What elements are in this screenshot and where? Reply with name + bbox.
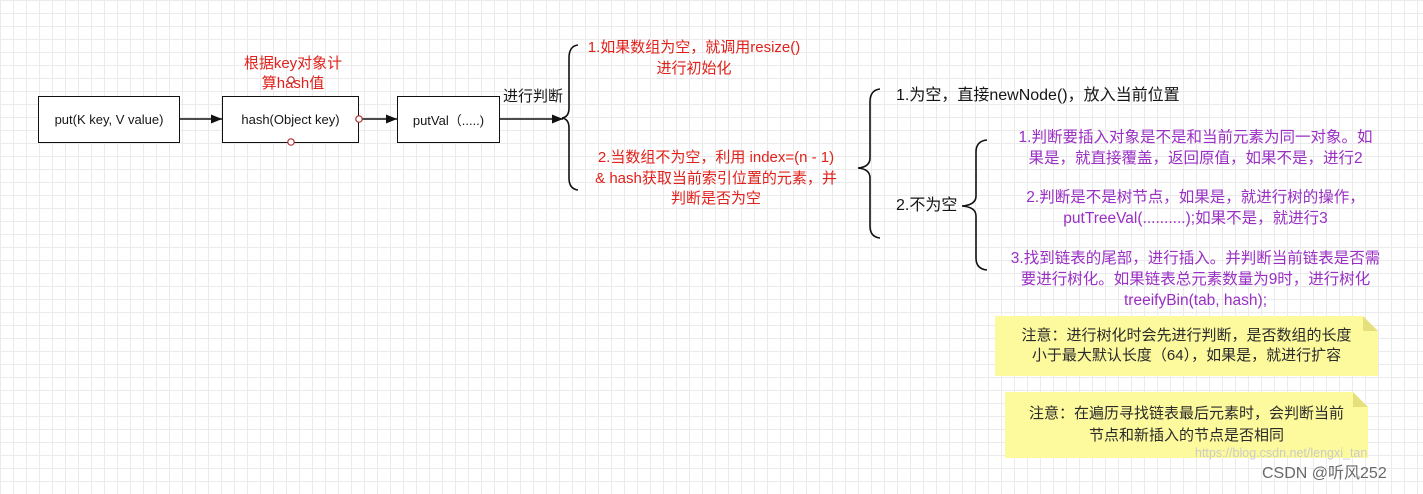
collision-step-line: 要进行树化。如果链表总元素数量为9时，进行树化 — [1020, 271, 1371, 288]
collision-step-1: 1.判断要插入对象是不是和当前元素为同一对象。如 果是，就直接覆盖，返回原值，如… — [998, 127, 1393, 169]
array-empty-line: 1.如果数组为空，就调用resize() — [587, 39, 801, 56]
brace-collision-steps — [961, 139, 988, 271]
note-node-equality: 注意：在遍历寻找链表最后元素时，会判断当前 节点和新插入的节点是否相同 — [1005, 392, 1368, 458]
array-not-empty-line: 2.当数组不为空，利用 index=(n - 1) — [597, 149, 835, 166]
note-line: 节点和新插入的节点是否相同 — [1088, 427, 1284, 444]
node-putval: putVal（.....) — [397, 96, 500, 143]
array-not-empty-branch: 2.当数组不为空，利用 index=(n - 1) & hash获取当前索引位置… — [578, 148, 854, 210]
node-put-label: put(K key, V value) — [54, 112, 164, 127]
note-line: 小于最大默认长度（64），如果是，就进行扩容 — [1031, 347, 1342, 364]
collision-step-line: 3.找到链表的尾部，进行插入。并判断当前链表是否需 — [1010, 250, 1381, 267]
judge-label: 进行判断 — [503, 88, 564, 105]
note-treeify-check: 注意：进行树化时会先进行判断，是否数组的长度 小于最大默认长度（64），如果是，… — [995, 316, 1378, 376]
collision-step-line: 1.判断要插入对象是不是和当前元素为同一对象。如 — [1018, 129, 1373, 146]
node-hash: hash(Object key) — [222, 96, 359, 143]
hash-annotation: 根据key对象计 算hash值 — [228, 54, 358, 94]
slot-empty-branch: 1.为空，直接newNode()，放入当前位置 — [896, 87, 1180, 104]
brace-slot-check — [857, 88, 881, 239]
collision-step-line: treeifyBin(tab, hash); — [1123, 292, 1267, 309]
note-line: 注意：在遍历寻找链表最后元素时，会判断当前 — [1028, 405, 1344, 422]
collision-step-line: 果是，就直接覆盖，返回原值，如果不是，进行2 — [1028, 150, 1363, 167]
array-empty-line: 进行初始化 — [656, 60, 732, 77]
watermark-credit: CSDN @听风252 — [1262, 465, 1387, 482]
node-put: put(K key, V value) — [38, 96, 180, 143]
watermark-url: https://blog.csdn.net/lengxi_tan — [1195, 446, 1368, 460]
slot-not-empty-branch: 2.不为空 — [896, 197, 958, 214]
array-not-empty-line: 判断是否为空 — [670, 190, 761, 207]
hash-annotation-line: 根据key对象计 — [243, 55, 343, 72]
collision-step-line: 2.判断是不是树节点，如果是，就进行树的操作， — [1026, 189, 1365, 206]
hash-annotation-line: 算hash值 — [261, 75, 325, 92]
collision-step-line: putTreeVal(..........);如果不是，就进行3 — [1063, 210, 1328, 227]
node-hash-label: hash(Object key) — [241, 112, 340, 127]
node-putval-label: putVal（.....) — [412, 113, 485, 128]
note-line: 注意：进行树化时会先进行判断，是否数组的长度 — [1021, 327, 1352, 344]
collision-step-3: 3.找到链表的尾部，进行插入。并判断当前链表是否需 要进行树化。如果链表总元素数… — [998, 248, 1393, 311]
array-empty-branch: 1.如果数组为空，就调用resize() 进行初始化 — [578, 37, 810, 79]
array-not-empty-line: & hash获取当前索引位置的元素，并 — [595, 169, 837, 187]
collision-step-2: 2.判断是不是树节点，如果是，就进行树的操作， putTreeVal(.....… — [998, 187, 1393, 229]
brace-array-check — [561, 44, 579, 191]
